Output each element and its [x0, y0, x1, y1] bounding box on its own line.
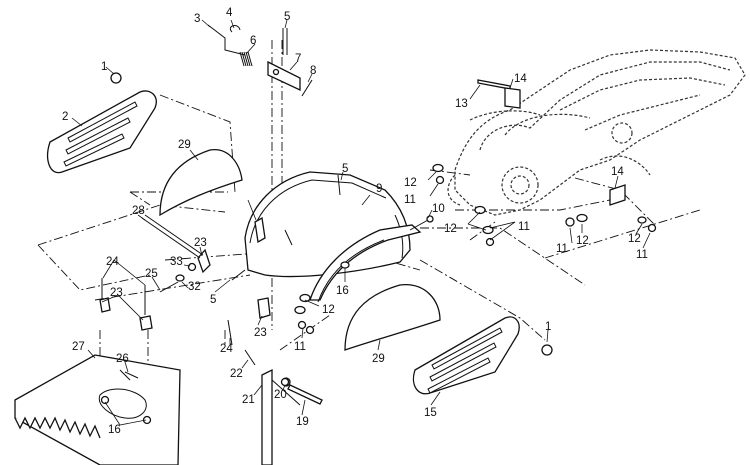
- callout-21: 21: [242, 394, 255, 406]
- callout-16-mid: 16: [336, 285, 349, 297]
- callout-12-b: 12: [444, 223, 457, 235]
- callout-29-low: 29: [372, 353, 385, 365]
- callout-19: 19: [296, 416, 309, 428]
- tine-gearbox-ghost: [447, 49, 746, 216]
- leader-lines: [71, 19, 651, 426]
- callout-5-mid: 5: [342, 163, 348, 175]
- callout-6: 6: [250, 35, 256, 47]
- callout-3: 3: [194, 13, 200, 25]
- callout-14-top: 14: [514, 73, 527, 85]
- callout-11-c: 11: [556, 243, 568, 255]
- callout-12-c: 12: [576, 235, 589, 247]
- callout-29-top: 29: [178, 139, 191, 151]
- callout-15: 15: [424, 407, 437, 419]
- callout-9: 9: [376, 183, 382, 195]
- left-side-shield: [47, 90, 157, 174]
- callout-13: 13: [455, 98, 468, 110]
- callout-23-low: 23: [254, 327, 267, 339]
- callout-28: 28: [132, 205, 145, 217]
- callout-23-mid: 23: [194, 237, 207, 249]
- right-side-shield: [412, 316, 520, 395]
- deflector-plates: [159, 149, 441, 351]
- callout-12-a: 12: [404, 177, 417, 189]
- callout-4: 4: [226, 7, 233, 19]
- callout-1-low: 1: [545, 321, 551, 333]
- callout-16-low: 16: [108, 424, 121, 436]
- callout-20: 20: [274, 389, 287, 401]
- depth-stake: [261, 368, 301, 465]
- callout-12-d: 12: [628, 233, 641, 245]
- callout-11-e: 11: [294, 341, 306, 353]
- main-hood: [244, 171, 422, 303]
- callout-11-d: 11: [636, 249, 648, 261]
- rear-drag-shield: [14, 354, 181, 465]
- hardware: [99, 24, 657, 425]
- callout-24-top: 24: [106, 256, 119, 268]
- callout-8: 8: [310, 65, 316, 77]
- callout-27: 27: [72, 341, 85, 353]
- callout-11-b: 11: [518, 221, 530, 233]
- callout-33: 33: [170, 256, 183, 268]
- callout-7: 7: [295, 53, 301, 65]
- callout-labels: 1 2 3 4 5 6 7 8 29 5 9 28 23 33 25 32 5 …: [62, 7, 648, 436]
- callout-2: 2: [62, 111, 68, 123]
- callout-26: 26: [116, 353, 129, 365]
- callout-23-left: 23: [110, 287, 123, 299]
- callout-5-low: 5: [210, 294, 216, 306]
- callout-5-top: 5: [284, 11, 290, 23]
- callout-24-low: 24: [220, 343, 233, 355]
- callout-14-right: 14: [611, 166, 624, 178]
- callout-32: 32: [188, 281, 201, 293]
- callout-1-top: 1: [101, 61, 107, 73]
- callout-22: 22: [230, 368, 243, 380]
- callout-11-a: 11: [404, 194, 416, 206]
- callout-25: 25: [145, 268, 158, 280]
- callout-12-e: 12: [322, 304, 335, 316]
- callout-10: 10: [432, 203, 445, 215]
